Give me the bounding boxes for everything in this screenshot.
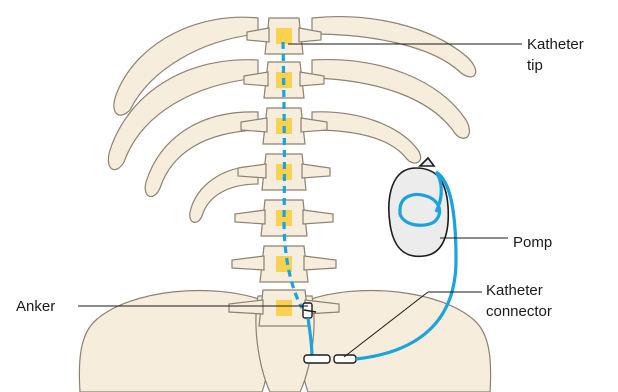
label-catheter-connector: Katheter connector: [486, 280, 552, 322]
vertebra: [232, 246, 336, 282]
label-catheter-connector-line2: connector: [486, 301, 552, 322]
label-catheter-tip-line1: Katheter: [527, 34, 584, 55]
label-catheter-connector-line1: Katheter: [486, 280, 552, 301]
vertebra: [235, 200, 333, 236]
catheter-connector-device: [304, 355, 356, 363]
rib: [312, 112, 421, 163]
label-catheter-tip: Katheter tip: [527, 34, 584, 76]
label-pump: Pomp: [513, 232, 552, 253]
label-catheter-tip-line2: tip: [527, 55, 584, 76]
ribs-right: [312, 17, 476, 163]
ribs-left: [108, 17, 258, 222]
label-anchor: Anker: [16, 296, 55, 317]
